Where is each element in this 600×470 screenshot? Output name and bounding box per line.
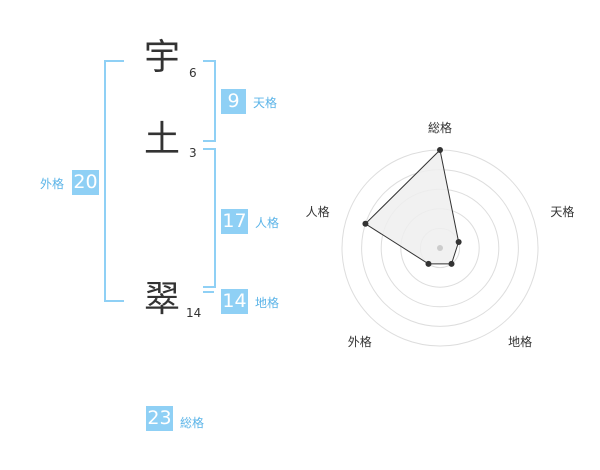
gaikaku-label: 外格 <box>40 177 65 191</box>
radar-axis-label-4: 人格 <box>306 204 330 219</box>
radar-axis-label-1: 天格 <box>550 204 574 219</box>
gaikaku-bracket <box>104 60 124 302</box>
jinkaku-label: 人格 <box>255 216 280 230</box>
radar-points <box>362 147 462 267</box>
gaikaku-value: 20 <box>72 170 99 195</box>
tenkaku-value: 9 <box>221 89 246 114</box>
tenkaku-bracket <box>203 60 216 142</box>
radar-axis-label-3: 外格 <box>348 334 372 349</box>
name-char-2: 土 <box>144 119 181 160</box>
tenkaku-label: 天格 <box>253 96 278 110</box>
radar-area <box>364 148 460 265</box>
name-char-1: 宇 <box>144 37 181 78</box>
radar-center-dot <box>437 245 443 251</box>
soukaku-value: 23 <box>146 406 173 431</box>
radar-point-2 <box>448 260 455 267</box>
radar-point-1 <box>455 238 462 245</box>
radar-axis-label-2: 地格 <box>508 334 532 349</box>
stroke-count-3: 14 <box>186 306 202 320</box>
chikaku-value: 14 <box>221 289 248 314</box>
radar-point-3 <box>425 260 432 267</box>
radar-point-4 <box>362 220 369 227</box>
soukaku-label: 総格 <box>180 416 205 430</box>
name-char-3: 翠 <box>144 279 181 320</box>
stroke-count-2: 3 <box>189 146 197 160</box>
jinkaku-value: 17 <box>221 209 248 234</box>
stroke-count-1: 6 <box>189 66 197 80</box>
chikaku-label: 地格 <box>255 296 280 310</box>
jinkaku-bracket <box>203 148 216 288</box>
radar-point-0 <box>437 147 443 153</box>
radar-axis-label-0: 総格 <box>428 120 452 135</box>
chikaku-bracket <box>203 291 214 293</box>
